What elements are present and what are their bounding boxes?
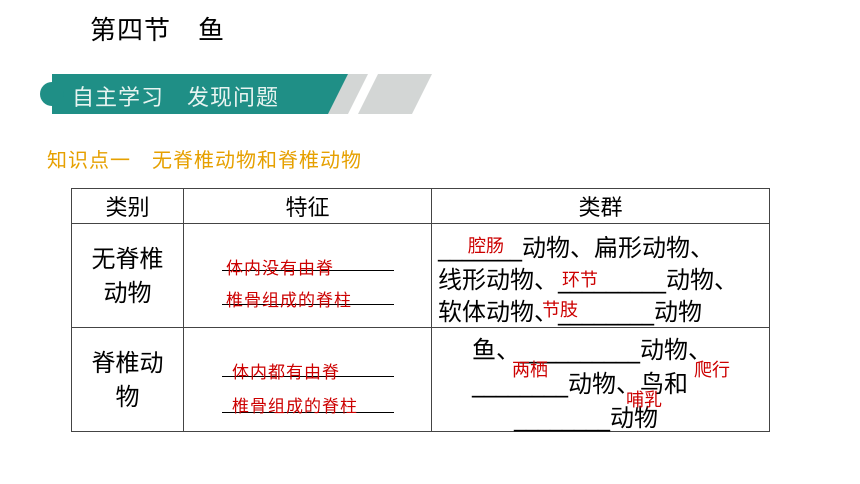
category-cell: 无脊椎 动物 [71, 223, 184, 328]
groups-line: ________动物 [514, 404, 658, 432]
classification-table: 类别 特征 类群 无脊椎 动物 体内没有由脊 椎骨组成的脊柱 _______动物… [71, 188, 770, 432]
feature-answer: 体内都有由脊 [232, 363, 340, 383]
category-line: 物 [115, 382, 140, 411]
answer-text: 腔肠 [468, 236, 504, 257]
banner-label: 自主学习 发现问题 [72, 86, 280, 111]
category-cell: 脊椎动 物 [71, 327, 184, 432]
groups-line: 线形动物、_________动物、 [438, 266, 738, 294]
answer-blank-line [222, 270, 394, 271]
section-banner [40, 74, 432, 114]
table-header-row: 类别 特征 类群 [71, 188, 770, 224]
answer-text: 节肢 [542, 300, 578, 321]
answer-blank-line [222, 304, 394, 305]
groups-line: _______动物、扁形动物、 [438, 234, 714, 262]
feature-cell: 体内都有由脊 椎骨组成的脊柱 [183, 327, 432, 432]
groups-line: 鱼、__________动物、 [472, 336, 712, 364]
groups-cell: _______动物、扁形动物、 线形动物、_________动物、 软体动物、_… [431, 223, 770, 328]
feature-answer: 椎骨组成的脊柱 [232, 397, 358, 417]
feature-answer: 体内没有由脊 [226, 259, 334, 279]
answer-text: 爬行 [694, 360, 730, 381]
knowledge-point-heading: 知识点一 无脊椎动物和脊椎动物 [47, 148, 362, 172]
answer-text: 两栖 [512, 360, 548, 381]
answer-text: 环节 [562, 270, 598, 291]
answer-text: 哺乳 [626, 390, 662, 411]
header-category: 类别 [71, 188, 184, 224]
groups-line: ________动物、鸟和 [472, 370, 688, 398]
feature-answer: 椎骨组成的脊柱 [226, 291, 352, 311]
header-feature: 特征 [183, 188, 432, 224]
answer-blank-line [222, 412, 394, 413]
page-title: 第四节 鱼 [90, 16, 226, 46]
groups-line: 软体动物、________动物 [438, 298, 702, 326]
category-line: 动物 [103, 278, 152, 307]
table-row-vertebrate: 脊椎动 物 体内都有由脊 椎骨组成的脊柱 鱼、__________动物、 ___… [71, 327, 770, 432]
header-groups: 类群 [431, 188, 770, 224]
feature-cell: 体内没有由脊 椎骨组成的脊柱 [183, 223, 432, 328]
category-line: 无脊椎 [91, 244, 164, 273]
answer-blank-line [222, 376, 394, 377]
table-row-invertebrate: 无脊椎 动物 体内没有由脊 椎骨组成的脊柱 _______动物、扁形动物、 线形… [71, 223, 770, 328]
category-line: 脊椎动 [91, 348, 164, 377]
groups-cell: 鱼、__________动物、 ________动物、鸟和 ________动物… [431, 327, 770, 432]
